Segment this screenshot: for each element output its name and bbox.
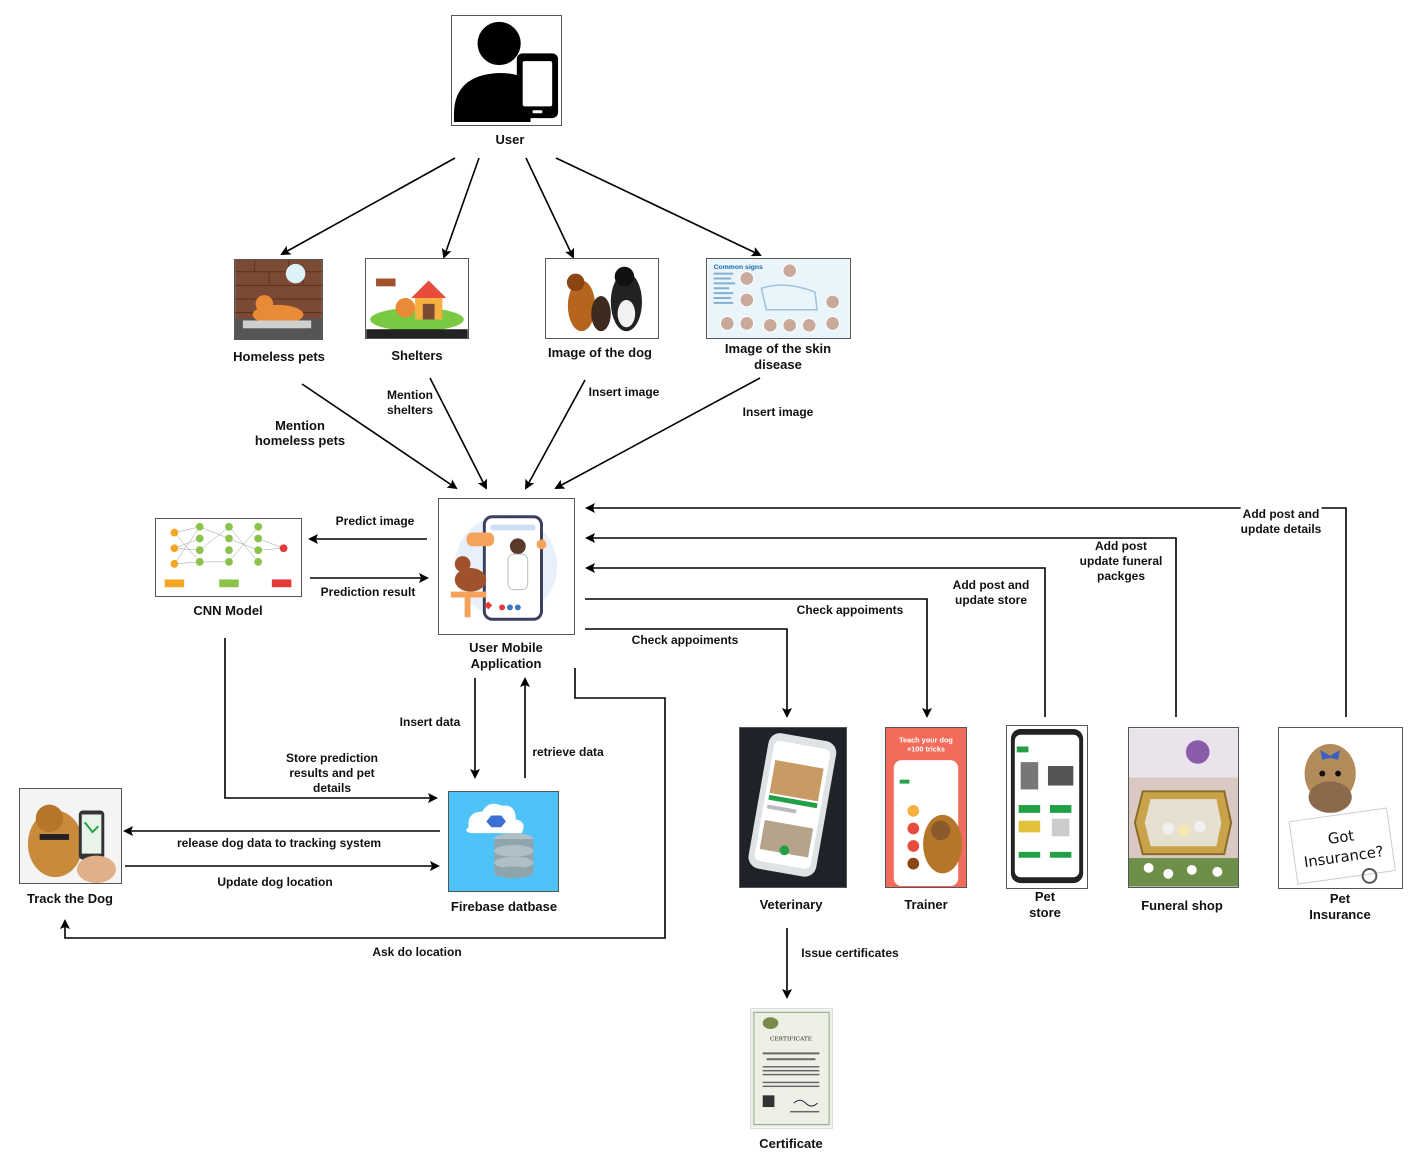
edge-user-shelters <box>441 157 480 259</box>
edge-label-release-dog-data: release dog data to tracking system <box>176 836 382 851</box>
edge-label-insert-image-dog: Insert image <box>588 385 660 400</box>
certificate-title: CERTIFICATE <box>770 1037 812 1043</box>
firebase-image <box>448 791 559 892</box>
edge-label-insert-data: Insert data <box>399 715 461 730</box>
edge-label-add-post-funeral-line1: Add post <box>1095 539 1147 553</box>
edge-label-store-prediction-line2: results and pet <box>289 766 375 780</box>
pet-store-label-line1: Pet <box>1034 889 1056 904</box>
skin-disease-image: Common signs <box>706 258 851 339</box>
edge-label-retrieve-data: retrieve data <box>532 745 604 760</box>
edge-funeral-app <box>585 533 1177 717</box>
edge-label-add-post-store-line1: Add post and <box>952 578 1030 592</box>
trainer-image: Teach your dog +100 tricks <box>885 727 967 888</box>
firebase-label: Firebase datbase <box>450 899 558 914</box>
edge-label-add-post-store: Add post and update store <box>952 578 1030 608</box>
edge-label-store-prediction-line3: details <box>312 781 352 795</box>
shelters-label: Shelters <box>391 348 443 363</box>
skin-header-text: Common signs <box>714 264 763 271</box>
edge-label-prediction-result: Prediction result <box>320 585 416 600</box>
edge-shelters-app <box>429 377 487 490</box>
funeral-shop-image <box>1128 727 1239 888</box>
edge-imagedog-app <box>525 379 586 490</box>
edge-homeless-app <box>301 383 458 490</box>
edge-user-imagedog <box>525 157 575 259</box>
veterinary-label: Veterinary <box>759 897 823 912</box>
edge-label-update-dog-location: Update dog location <box>217 875 333 890</box>
edge-label-mention-shelters: Mention shelters <box>386 388 434 418</box>
trainer-banner-line2: +100 tricks <box>907 744 945 753</box>
edge-label-mention-shelters-line1: Mention <box>387 388 433 402</box>
funeral-shop-label: Funeral shop <box>1141 898 1223 913</box>
track-dog-image <box>19 788 122 884</box>
dog-image <box>545 258 659 339</box>
user-label: User <box>495 132 525 147</box>
edge-label-add-post-insurance-line2: update details <box>1240 522 1322 536</box>
edge-label-add-post-funeral: Add post update funeral packges <box>1079 539 1163 584</box>
skin-disease-label-line2: disease <box>754 357 802 372</box>
edge-label-add-post-insurance: Add post and update details <box>1240 507 1322 537</box>
edge-label-insert-image-skin: Insert image <box>742 405 814 420</box>
pet-store-image <box>1006 725 1088 889</box>
dog-image-label: Image of the dog <box>548 345 652 360</box>
edge-label-ask-location: Ask do location <box>372 945 462 960</box>
certificate-image: CERTIFICATE <box>750 1008 833 1129</box>
edge-label-mention-shelters-line2: shelters <box>386 403 434 417</box>
edge-user-homeless <box>280 157 456 255</box>
pet-store-label-line2: store <box>1029 905 1061 920</box>
mobile-app-label-line1: User Mobile <box>469 640 543 655</box>
track-dog-label: Track the Dog <box>27 891 113 906</box>
skin-disease-label-line1: Image of the skin <box>724 341 832 356</box>
cnn-model-image <box>155 518 302 597</box>
edge-label-check-appointments-2: Check appoiments <box>796 603 904 618</box>
edge-label-store-prediction: Store prediction results and pet details <box>285 751 379 796</box>
edge-label-add-post-funeral-line3: packges <box>1096 569 1146 583</box>
edge-user-skin <box>555 157 762 257</box>
edge-insurance-app <box>585 503 1347 717</box>
edge-label-check-appointments-1: Check appoiments <box>631 633 739 648</box>
cnn-model-label: CNN Model <box>193 603 263 618</box>
edge-check-trainer <box>585 598 932 718</box>
pet-insurance-label: Pet Insurance <box>1309 891 1370 923</box>
pet-insurance-image: Got Insurance? <box>1278 727 1403 889</box>
veterinary-image <box>739 727 847 888</box>
trainer-banner-line1: Teach your dog <box>899 736 953 745</box>
edge-label-issue-certificates: Issue certificates <box>801 946 899 961</box>
insurance-sign-line1: Got <box>1327 827 1356 848</box>
edge-store-app <box>585 563 1046 717</box>
certificate-label: Certificate <box>759 1136 823 1151</box>
edge-label-mention-homeless: Mention homeless pets <box>254 418 346 448</box>
shelters-image <box>365 258 469 339</box>
homeless-pets-image <box>234 259 323 340</box>
mobile-app-image <box>438 498 575 635</box>
trainer-label: Trainer <box>904 897 948 912</box>
mobile-app-label-line2: Application <box>470 656 542 671</box>
edge-check-vet <box>585 628 792 718</box>
edge-label-add-post-store-line2: update store <box>954 593 1028 607</box>
edge-ask-location <box>60 668 666 939</box>
edge-cnn-firebase <box>224 638 438 803</box>
edge-label-store-prediction-line1: Store prediction <box>285 751 379 765</box>
edge-skin-app <box>554 377 761 489</box>
edge-label-predict-image: Predict image <box>335 514 415 529</box>
edge-label-add-post-funeral-line2: update funeral <box>1079 554 1163 568</box>
pet-insurance-label-line2: Insurance <box>1309 907 1371 922</box>
edge-label-add-post-insurance-line1: Add post and <box>1242 507 1320 521</box>
edge-label-mention-homeless-line1: Mention <box>275 418 325 433</box>
edge-label-mention-homeless-line2: homeless pets <box>254 433 346 448</box>
mobile-app-label: User Mobile Application <box>469 640 543 672</box>
pet-store-label: Pet store <box>1029 889 1061 921</box>
pet-insurance-label-line1: Pet <box>1329 891 1351 906</box>
skin-disease-label: Image of the skin disease <box>725 341 831 373</box>
homeless-pets-label: Homeless pets <box>233 349 325 364</box>
user-icon <box>451 15 562 126</box>
